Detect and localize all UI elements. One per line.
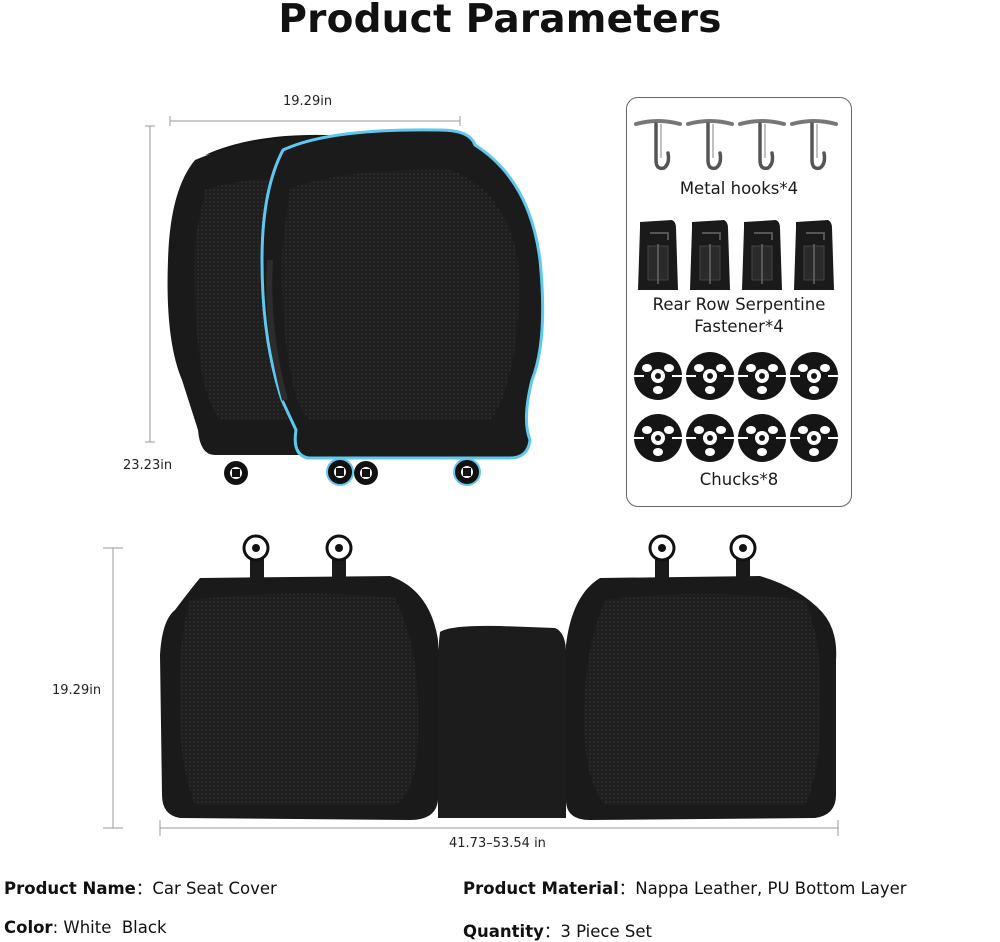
metal-hook-icon — [634, 119, 838, 462]
backrest-cover-front — [260, 128, 545, 486]
chuck-icon — [790, 352, 838, 400]
color-value: White Black — [63, 918, 167, 937]
spec-color: Color: White Black — [4, 918, 167, 937]
product-name-value: Car Seat Cover — [152, 879, 277, 898]
back-height-label: 23.23in — [123, 458, 173, 473]
quantity-label: Quantity — [463, 922, 544, 941]
product-name-label: Product Name — [4, 879, 136, 898]
front-chuck-right — [453, 458, 481, 486]
spec-material: Product Material：Nappa Leather, PU Botto… — [463, 875, 907, 899]
chuck-icon — [634, 414, 682, 462]
page-title: Product Parameters — [278, 0, 722, 42]
chuck-icon — [738, 352, 786, 400]
spec-quantity: Quantity：3 Piece Set — [463, 918, 652, 942]
metal-hook-icon — [686, 119, 734, 171]
bottom-straps — [250, 555, 750, 579]
chuck-icon — [686, 414, 734, 462]
metal-hook-icon — [738, 119, 786, 171]
chucks-label: Chucks*8 — [699, 470, 779, 489]
bottom-width-label: 41.73–53.54 in — [449, 836, 546, 851]
metal-hook-icon — [790, 119, 838, 171]
chuck-icon — [790, 414, 838, 462]
quantity-value: 3 Piece Set — [560, 922, 652, 941]
chuck-icon — [686, 352, 734, 400]
front-chuck-left — [326, 458, 354, 486]
material-label: Product Material — [463, 879, 619, 898]
fastener-label-line1: Rear Row Serpentine — [652, 295, 826, 314]
rear-chuck-right — [354, 461, 378, 485]
serpentine-fastener-icon — [638, 220, 678, 290]
accessories-panel: Metal hooks*4 Rear Row Serpentine Fasten… — [626, 97, 852, 507]
spec-separator: ： — [135, 879, 153, 898]
rear-chuck-left — [224, 461, 248, 485]
bottom-height-label: 19.29in — [52, 683, 102, 698]
spec-separator: ： — [543, 922, 561, 941]
spec-product-name: Product Name：Car Seat Cover — [4, 875, 277, 899]
serpentine-fastener-icon — [690, 220, 730, 290]
serpentine-fastener-icon — [742, 220, 782, 290]
metal-hooks-label: Metal hooks*4 — [679, 179, 799, 198]
bottom-chucks — [242, 534, 757, 562]
material-value: Nappa Leather, PU Bottom Layer — [635, 879, 907, 898]
chuck-icon — [634, 352, 682, 400]
back-width-label: 19.29in — [283, 94, 333, 109]
spec-separator: : — [52, 918, 64, 937]
spec-separator: ： — [618, 879, 636, 898]
color-label: Color — [4, 918, 53, 937]
serpentine-fastener-icon — [794, 220, 834, 290]
chuck-icon — [738, 414, 786, 462]
fastener-label-line2: Fastener*4 — [694, 317, 784, 336]
metal-hook-icon — [634, 119, 682, 171]
